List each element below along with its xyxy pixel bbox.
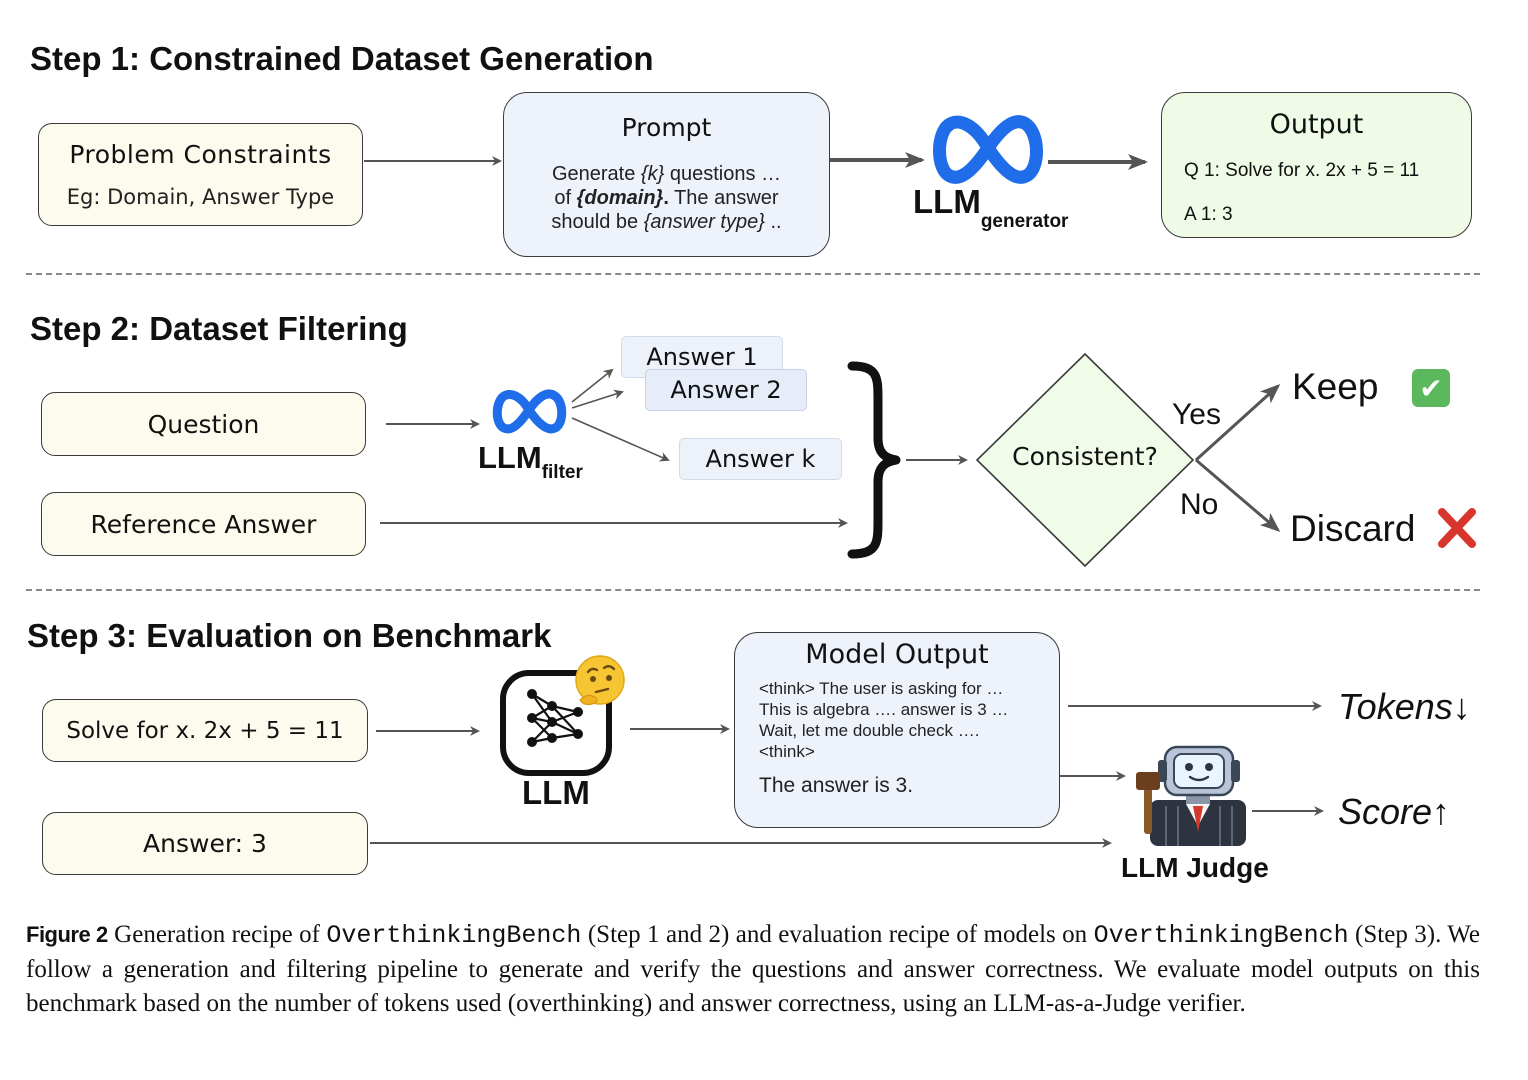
figure-caption: Figure 2 Generation recipe of Overthinki… xyxy=(26,921,1480,1017)
meta-logo-icon xyxy=(492,389,567,434)
divider-step2 xyxy=(26,589,1480,591)
decision-label: Consistent? xyxy=(1012,442,1158,471)
output-answer: A 1: 3 xyxy=(1184,204,1233,225)
model-output-final: The answer is 3. xyxy=(759,774,914,797)
keep-label: Keep xyxy=(1292,366,1379,407)
question-box: Question xyxy=(41,392,366,456)
problem-constraints-title: Problem Constraints xyxy=(69,140,332,169)
keep-check-icon xyxy=(1412,369,1450,407)
llm-label: LLM xyxy=(522,774,590,811)
decision-diamond xyxy=(975,352,1195,568)
discard-label: Discard xyxy=(1290,508,1416,549)
arrow-yes-to-keep xyxy=(1194,383,1281,462)
yes-label: Yes xyxy=(1172,398,1221,431)
keep-check-mark: ✔ xyxy=(1419,371,1443,405)
llm-generator-sub: generator xyxy=(980,211,1069,232)
prompt-title: Prompt xyxy=(621,113,712,142)
no-label: No xyxy=(1180,488,1219,521)
step3-answer-box: Answer: 3 xyxy=(42,812,368,875)
llm-filter-label: LLMfilter xyxy=(478,440,583,483)
thinking-face-icon xyxy=(575,655,625,706)
tokens-label: Tokens↓ xyxy=(1338,686,1471,727)
problem-constraints-box: Problem Constraints Eg: Domain, Answer T… xyxy=(38,123,363,226)
prompt-text: Generate {k} questions … of {domain}. Th… xyxy=(551,163,782,233)
model-output-box: Model Output <think> The user is asking … xyxy=(734,632,1060,828)
output-box: Output Q 1: Solve for x. 2x + 5 = 11 A 1… xyxy=(1161,92,1472,238)
arrow-llm-to-answer1 xyxy=(571,368,614,403)
answer-chip-2: Answer 2 xyxy=(645,369,807,411)
step1-title: Step 1: Constrained Dataset Generation xyxy=(30,40,654,77)
answer-chip-k: Answer k xyxy=(679,438,842,480)
problem-constraints-subtitle: Eg: Domain, Answer Type xyxy=(66,185,335,209)
meta-logo-icon xyxy=(933,115,1043,184)
arrow-no-to-discard xyxy=(1195,458,1281,532)
arrow-llm-to-answerk xyxy=(571,417,670,462)
discard-cross-icon xyxy=(1438,508,1476,548)
reference-answer-box: Reference Answer xyxy=(41,492,366,556)
step2-title: Step 2: Dataset Filtering xyxy=(30,310,408,347)
prompt-box: Prompt Generate {k} questions … of {doma… xyxy=(503,92,830,257)
llm-filter-sub: filter xyxy=(541,462,583,483)
step3-question-box: Solve for x. 2x + 5 = 11 xyxy=(42,699,368,762)
score-up-arrow-icon: ↑ xyxy=(1432,791,1451,832)
score-label: Score↑ xyxy=(1338,791,1451,832)
caption-label: Figure 2 xyxy=(26,922,108,947)
model-output-thinking: <think> The user is asking for … This is… xyxy=(759,679,1009,761)
llm-judge-label: LLM Judge xyxy=(1121,852,1269,883)
robot-judge-icon xyxy=(1136,745,1246,846)
output-title: Output xyxy=(1269,109,1364,140)
curly-brace-icon xyxy=(847,361,901,559)
arrow-llm-to-answer2 xyxy=(571,389,624,409)
llm-generator-label: LLMgenerator xyxy=(913,183,1069,232)
step3-title: Step 3: Evaluation on Benchmark xyxy=(27,617,552,654)
divider-step1 xyxy=(26,273,1480,275)
model-output-title: Model Output xyxy=(805,639,989,670)
output-question: Q 1: Solve for x. 2x + 5 = 11 xyxy=(1184,160,1420,181)
tokens-down-arrow-icon: ↓ xyxy=(1452,686,1471,727)
